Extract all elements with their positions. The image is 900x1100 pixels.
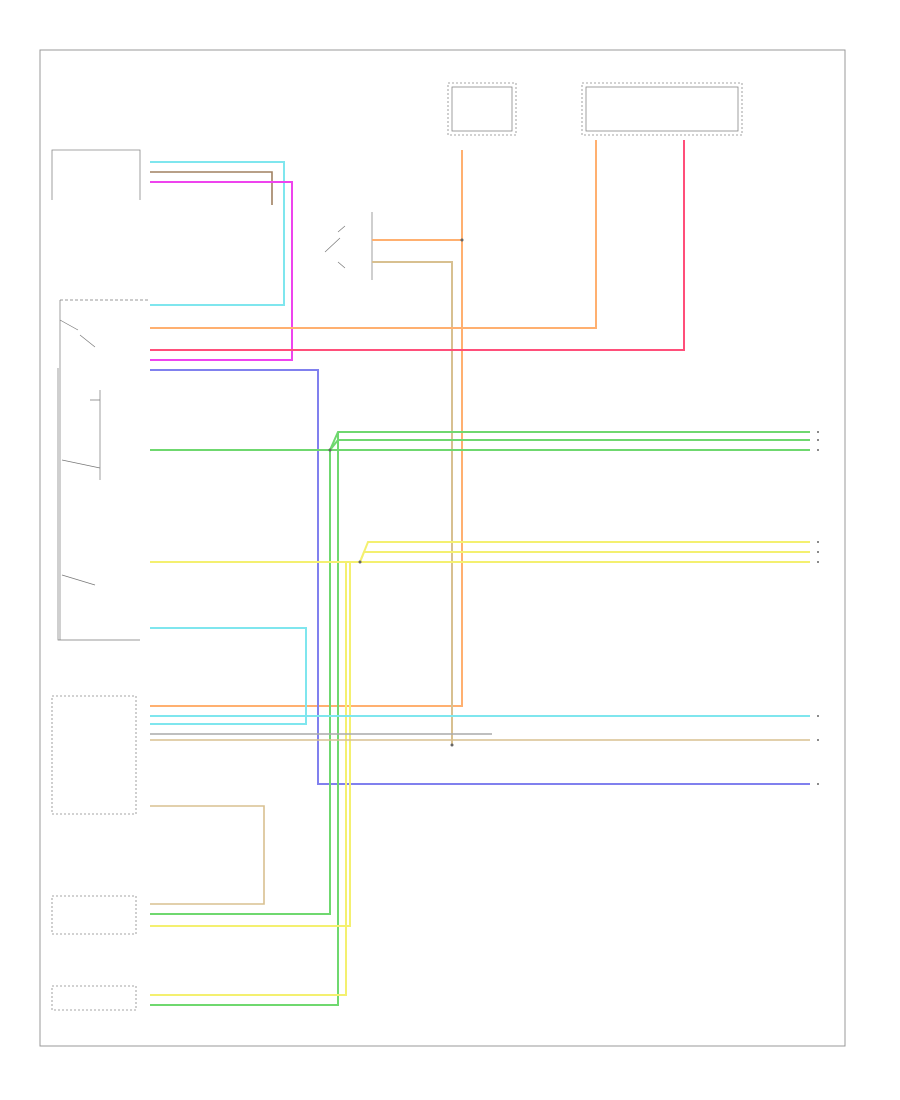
diagram-frame [39,49,846,1047]
mirror-switch-box [51,149,141,200]
wire-yellow [150,541,810,996]
junction-dots [328,238,464,747]
wire-orange-right [150,140,597,329]
wire-orange [150,150,463,745]
headlamp-switch-box [57,299,150,641]
body-control-module-box [51,895,137,935]
wire-tan [150,733,810,905]
fuse-block-left-box [447,82,517,136]
wire-cyan-top [150,161,293,361]
door-lock-module-box [51,695,137,815]
wire-blue [150,369,810,785]
wire-pink [150,140,685,351]
center-switch [324,212,373,280]
fuse-block-right-box [581,82,743,136]
instrument-cluster-box [51,985,137,1011]
right-terminals [817,431,819,785]
wire-green [150,431,810,1006]
wire-cyan-lower [150,627,810,725]
